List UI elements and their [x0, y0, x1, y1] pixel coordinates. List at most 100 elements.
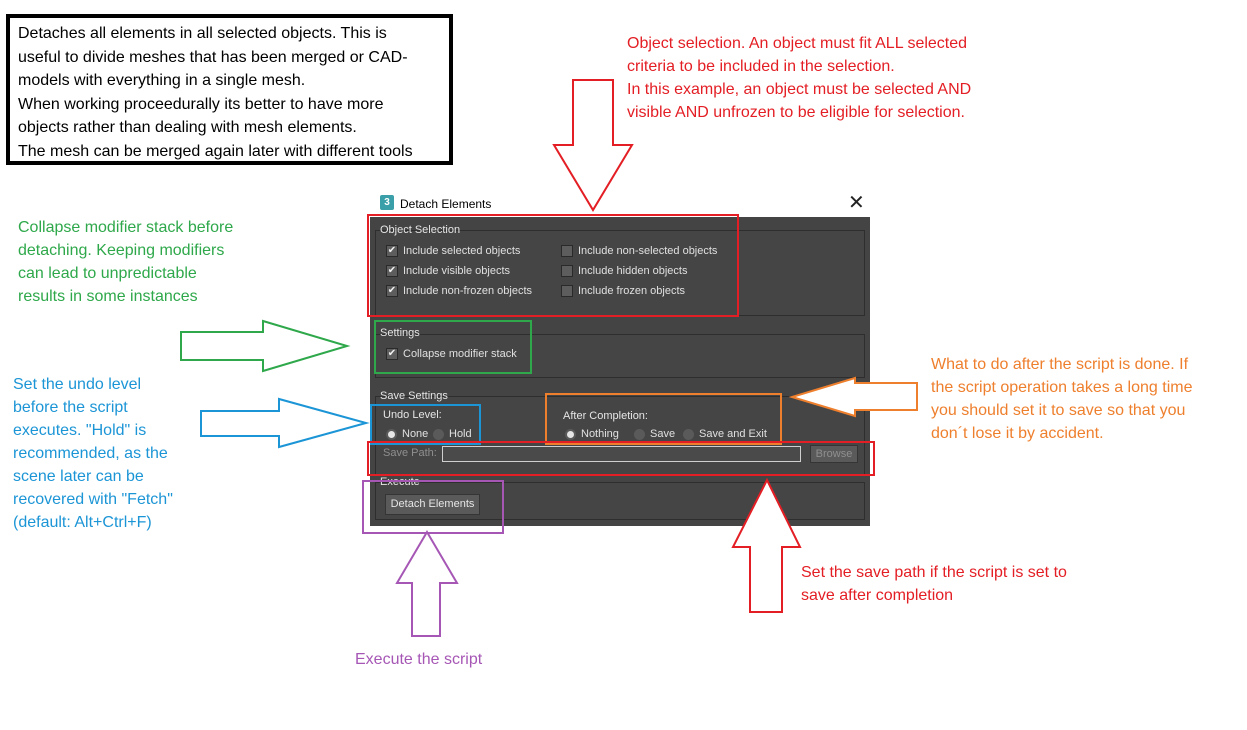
- execute-label: Execute: [380, 476, 420, 488]
- settings-label: Settings: [380, 327, 420, 339]
- radio-selected-icon: [386, 428, 397, 440]
- radio-empty-icon: [433, 428, 444, 440]
- note-collapse-modifier: Collapse modifier stack before detaching…: [18, 216, 233, 308]
- radio-after-save-and-exit[interactable]: Save and Exit: [683, 427, 767, 441]
- window-title: Detach Elements: [400, 197, 492, 211]
- title-bar: 3 Detach Elements ✕: [370, 190, 870, 217]
- highlight-after-completion: [545, 393, 782, 445]
- arrow-right-green: [180, 319, 351, 373]
- after-completion-label: After Completion:: [563, 410, 648, 422]
- browse-button[interactable]: Browse: [810, 445, 858, 463]
- checkmark-icon: ✔: [386, 348, 398, 360]
- note-after-completion: What to do after the script is done. If …: [931, 353, 1192, 445]
- arrow-up-red: [731, 477, 802, 613]
- checkbox-include-visible[interactable]: ✔ Include visible objects: [386, 264, 510, 278]
- radio-undo-none[interactable]: None: [386, 427, 428, 441]
- save-path-input[interactable]: [442, 446, 801, 462]
- checkbox-label: Include non-selected objects: [578, 245, 718, 257]
- radio-after-save[interactable]: Save: [634, 427, 675, 441]
- radio-undo-hold[interactable]: Hold: [433, 427, 472, 441]
- note-line: save after completion: [801, 587, 954, 604]
- checkbox-label: Collapse modifier stack: [403, 348, 517, 360]
- arrow-left-orange: [788, 376, 918, 418]
- note-line: (default: Alt+Ctrl+F): [13, 514, 152, 531]
- note-line: In this example, an object must be selec…: [627, 81, 972, 98]
- detach-elements-button[interactable]: Detach Elements: [385, 494, 480, 515]
- note-line: recommended, as the: [13, 445, 168, 462]
- checkmark-icon: ✔: [386, 285, 398, 297]
- radio-selected-icon: [565, 428, 576, 440]
- arrow-down-red: [552, 79, 634, 212]
- checkbox-collapse-modifier-stack[interactable]: ✔ Collapse modifier stack: [386, 347, 517, 361]
- radio-empty-icon: [634, 428, 645, 440]
- radio-label: Save: [650, 428, 676, 440]
- radio-after-nothing[interactable]: Nothing: [565, 427, 619, 441]
- intro-description-box: Detaches all elements in all selected ob…: [6, 14, 453, 165]
- checkbox-include-non-selected[interactable]: Include non-selected objects: [561, 244, 717, 258]
- note-line: visible AND unfrozen to be eligible for …: [627, 104, 965, 121]
- note-line: Set the undo level: [13, 376, 142, 393]
- highlight-undo-level: [370, 404, 481, 445]
- checkbox-include-non-frozen[interactable]: ✔ Include non-frozen objects: [386, 284, 532, 298]
- undo-level-label: Undo Level:: [383, 409, 442, 421]
- note-line: criteria to be included in the selection…: [627, 58, 895, 75]
- intro-line: objects rather than dealing with mesh el…: [18, 119, 357, 136]
- save-settings-label: Save Settings: [380, 390, 448, 402]
- note-line: detaching. Keeping modifiers: [18, 242, 225, 259]
- save-path-label: Save Path:: [383, 447, 437, 459]
- radio-label: Save and Exit: [699, 428, 767, 440]
- note-line: the script operation takes a long time: [931, 379, 1193, 396]
- note-line: don´t lose it by accident.: [931, 425, 1104, 442]
- checkbox-label: Include non-frozen objects: [403, 285, 533, 297]
- note-line: recovered with "Fetch": [13, 491, 173, 508]
- note-line: Set the save path if the script is set t…: [801, 564, 1067, 581]
- note-line: executes. "Hold" is: [13, 422, 147, 439]
- note-line: scene later can be: [13, 468, 144, 485]
- highlight-object-selection: [367, 214, 739, 317]
- close-icon[interactable]: ✕: [848, 192, 865, 214]
- checkbox-empty-icon: [561, 265, 573, 277]
- settings-group: [375, 334, 865, 378]
- intro-line: The mesh can be merged again later with …: [18, 142, 413, 160]
- checkbox-include-hidden[interactable]: Include hidden objects: [561, 264, 687, 278]
- intro-line: When working proceedurally its better to…: [18, 95, 384, 113]
- checkbox-empty-icon: [561, 285, 573, 297]
- save-settings-group: [375, 396, 865, 476]
- radio-label: Nothing: [581, 428, 619, 440]
- note-line: you should set it to save so that you: [931, 402, 1186, 419]
- note-undo-level: Set the undo level before the script exe…: [13, 373, 173, 534]
- radio-empty-icon: [683, 428, 694, 440]
- note-line: Object selection. An object must fit ALL…: [627, 35, 968, 52]
- radio-label: Hold: [449, 428, 472, 440]
- note-line: Collapse modifier stack before: [18, 219, 234, 236]
- object-selection-label: Object Selection: [380, 224, 461, 236]
- highlight-execute: [362, 480, 504, 534]
- checkbox-include-selected[interactable]: ✔ Include selected objects: [386, 244, 520, 258]
- intro-line: useful to divide meshes that has been me…: [18, 48, 408, 66]
- arrow-up-purple: [395, 530, 459, 637]
- note-line: What to do after the script is done. If: [931, 356, 1189, 373]
- checkbox-empty-icon: [561, 245, 573, 257]
- intro-line: Detaches all elements in all selected ob…: [18, 25, 387, 42]
- note-line: can lead to unpredictable: [18, 265, 197, 282]
- checkmark-icon: ✔: [386, 245, 398, 257]
- highlight-save-path: [367, 441, 875, 476]
- note-execute: Execute the script: [355, 651, 483, 668]
- checkbox-label: Include visible objects: [403, 265, 511, 277]
- checkmark-icon: ✔: [386, 265, 398, 277]
- note-save-path: Set the save path if the script is set t…: [801, 561, 1067, 607]
- checkbox-label: Include hidden objects: [578, 265, 688, 277]
- detach-elements-dialog: 3 Detach Elements ✕ Object Selection ✔ In…: [370, 190, 870, 526]
- note-line: before the script: [13, 399, 128, 416]
- highlight-settings: [374, 320, 532, 374]
- checkbox-include-frozen[interactable]: Include frozen objects: [561, 284, 685, 298]
- app-icon: 3: [380, 195, 394, 210]
- arrow-right-blue: [200, 397, 370, 449]
- intro-line: models with everything in a single mesh.: [18, 72, 306, 89]
- checkbox-label: Include frozen objects: [578, 285, 686, 297]
- checkbox-label: Include selected objects: [403, 245, 521, 257]
- note-line: results in some instances: [18, 288, 198, 305]
- note-object-selection: Object selection. An object must fit ALL…: [627, 32, 971, 124]
- radio-label: None: [402, 428, 429, 440]
